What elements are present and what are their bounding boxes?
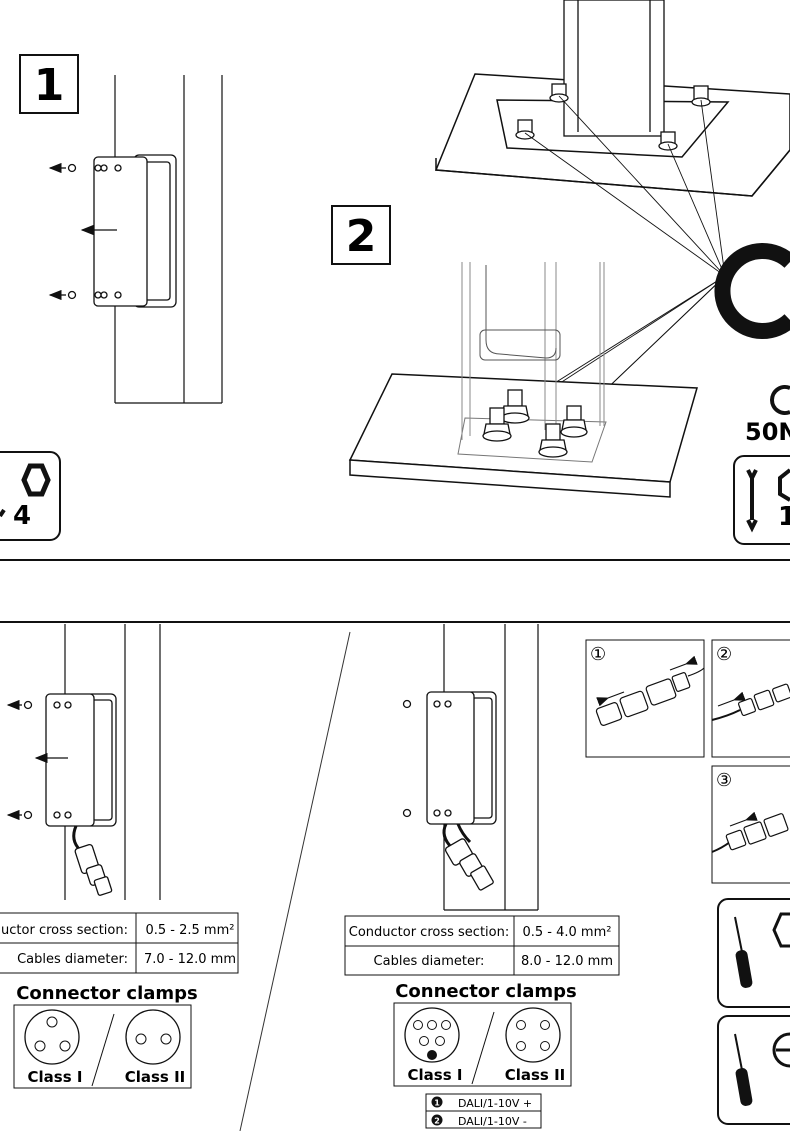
right-class-2-label: Class II (505, 1066, 566, 1084)
screwdriver-flat-badge (717, 1015, 790, 1125)
wrench-size: 1 (778, 502, 790, 532)
lower-anchor-nuts (482, 389, 588, 458)
step-1-cover-plate (93, 154, 177, 308)
dali-legend-minus: DALI/1-10V - (458, 1115, 527, 1128)
step-1-screws (48, 162, 117, 301)
bottom-left-screws (6, 699, 68, 821)
bottom-middle-connector (442, 823, 494, 891)
lower-pole-ghost (461, 262, 605, 440)
step-2-box: 2 (331, 205, 391, 265)
screwdriver-icon (734, 1033, 753, 1106)
substep-3-number: ③ (716, 770, 732, 791)
step-1-number: 1 (34, 60, 65, 111)
step-1-box: 1 (19, 54, 79, 114)
class-2-terminal (125, 1009, 181, 1065)
step-2-number: 2 (346, 211, 377, 262)
wrench-badge: 1 (733, 455, 790, 545)
substep-3-panel: ③ (711, 765, 790, 884)
class-2-terminal-dali (505, 1007, 561, 1063)
left-table-label-cross-section: ductor cross section: (0, 923, 128, 938)
substep-1-number: ① (590, 644, 606, 665)
torque-small-icon (770, 385, 790, 415)
left-table-label-cable-diameter: Cables diameter: (17, 952, 128, 967)
left-spec-table: ductor cross section: 0.5 - 2.5 mm² Cabl… (0, 912, 239, 974)
screwdriver-icon (734, 916, 753, 988)
left-table-value-cross-section: 0.5 - 2.5 mm² (146, 923, 235, 938)
diagonal-separator (239, 631, 351, 1131)
substep-2-number: ② (716, 644, 732, 665)
right-clamp-box: Class I Class II (393, 1002, 572, 1087)
hex-key-icon (0, 508, 6, 518)
left-class-2-label: Class II (125, 1068, 186, 1086)
bottom-middle-cover-plate (402, 691, 497, 825)
hex-key-size: 4 (13, 501, 31, 531)
svg-text:1: 1 (434, 1099, 440, 1108)
left-clamp-box: Class I Class II (13, 1004, 192, 1089)
hexagon-icon (21, 463, 51, 497)
screwdriver-hex-badge (717, 898, 790, 1008)
torque-rotate-icon (714, 243, 790, 339)
dali-legend-plus: DALI/1-10V + (458, 1097, 532, 1110)
right-spec-table: Conductor cross section: 0.5 - 4.0 mm² C… (344, 915, 620, 976)
right-table-value-cross-section: 0.5 - 4.0 mm² (523, 925, 612, 940)
hexagon-icon (772, 912, 790, 948)
right-table-label-cross-section: Conductor cross section: (349, 925, 509, 940)
left-table-value-cable-diameter: 7.0 - 12.0 mm (144, 952, 236, 967)
slot-screw-icon (772, 1032, 790, 1068)
hex-key-badge: 4 (0, 451, 61, 541)
right-table-value-cable-diameter: 8.0 - 12.0 mm (521, 954, 613, 969)
upper-pole (563, 0, 665, 137)
left-class-1-label: Class I (28, 1068, 83, 1086)
bottom-left-cover-plate (45, 693, 117, 827)
right-class-1-label: Class I (408, 1066, 463, 1084)
upper-anchor-nuts (515, 83, 711, 151)
torque-value: 50N (745, 418, 790, 446)
substep-1-panel: ① (585, 639, 705, 758)
right-connector-clamps-title: Connector clamps (395, 981, 577, 1002)
hexagon-icon (778, 468, 790, 502)
svg-text:2: 2 (434, 1117, 440, 1126)
left-connector-clamps-title: Connector clamps (16, 983, 198, 1004)
lower-base-slab (348, 373, 698, 498)
dali-legend: 1 DALI/1-10V + 2 DALI/1-10V - (425, 1093, 542, 1129)
right-table-label-cable-diameter: Cables diameter: (374, 954, 485, 969)
bottom-left-connector (72, 825, 113, 896)
substep-2-panel: ② (711, 639, 790, 758)
wrench-icon (746, 469, 758, 533)
